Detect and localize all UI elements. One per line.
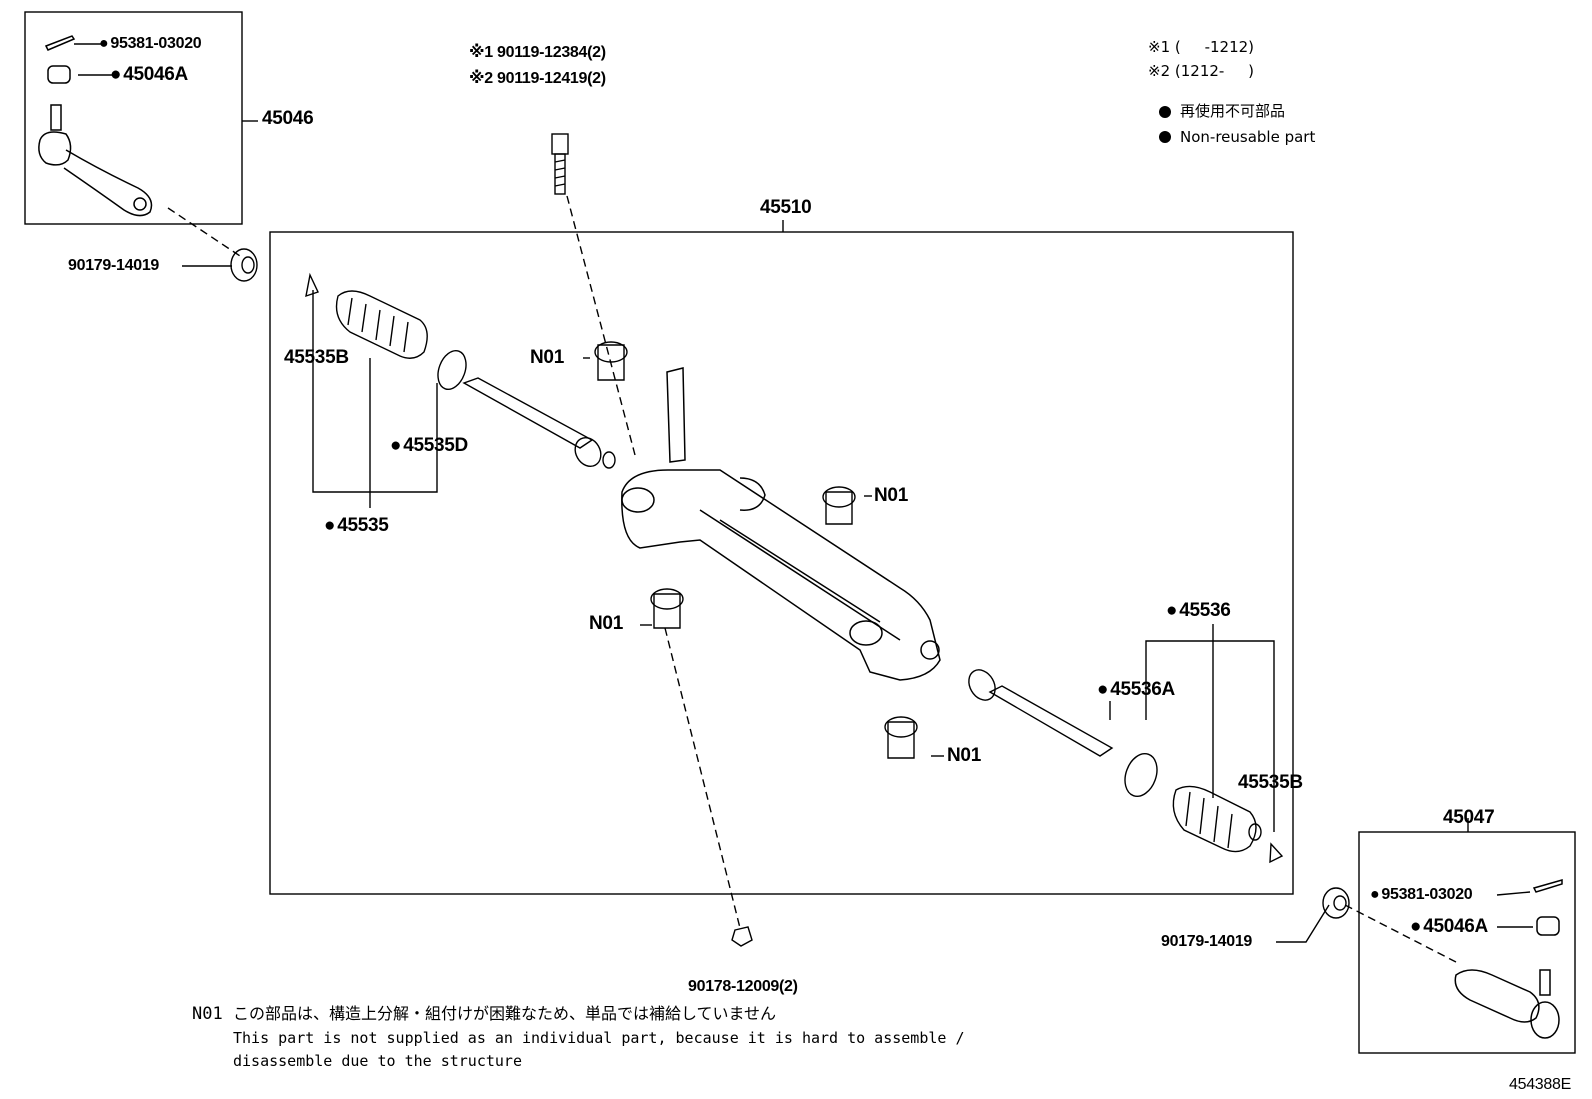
- label-n01-a: N01: [530, 347, 564, 368]
- n01-bushing-parts: [594, 341, 918, 759]
- footnote-en-1: This part is not supplied as an individu…: [233, 1029, 965, 1047]
- label-lh-cotter-pin: 95381-03020: [99, 35, 201, 53]
- legend-dot-ja: [1159, 106, 1171, 118]
- label-n01-b: N01: [874, 485, 908, 506]
- label-bolt-2: ※2 90119-12419(2): [469, 70, 606, 87]
- lh-inner-tie-rod-part: [462, 377, 616, 469]
- legend-range-2: ※2 (1212- ): [1148, 62, 1255, 80]
- lh-tie-rod-end-box: [24, 11, 243, 225]
- gear-assembly-box: [269, 231, 1294, 895]
- label-rh-boot-clamp: 45535B: [1238, 772, 1303, 793]
- lh-boot-part: [305, 272, 467, 391]
- label-bolt-1: ※1 90119-12384(2): [469, 44, 606, 61]
- lh-lock-nut-part: [230, 248, 258, 282]
- label-lh-boot-band: 45535D: [390, 436, 468, 456]
- lh-tie-rod-end-part: [38, 35, 153, 217]
- bolt-part: [551, 133, 569, 195]
- rh-lock-nut-part: [1322, 887, 1350, 919]
- footnote-code: N01: [192, 1004, 223, 1024]
- legend-range-1: ※1 ( -1212): [1148, 38, 1255, 56]
- label-rh-lock-nut: 90179-14019: [1161, 933, 1253, 950]
- label-rh-nut: 45046A: [1410, 917, 1488, 937]
- footnote-en-2: disassemble due to the structure: [233, 1052, 522, 1070]
- label-n01-c: N01: [589, 613, 623, 634]
- rh-boot-part: [1124, 752, 1284, 864]
- bottom-nut-part: [731, 926, 753, 947]
- diagram-id: 454388E: [1509, 1076, 1571, 1093]
- rh-tie-rod-end-box: [1358, 831, 1576, 1054]
- legend-non-reusable-en: Non-reusable part: [1180, 128, 1316, 146]
- label-lh-nut: 45046A: [110, 65, 188, 85]
- legend-dot-en: [1159, 131, 1171, 143]
- label-lh-lock-nut: 90179-14019: [68, 257, 160, 274]
- footnote-ja: この部品は、構造上分解・組付けが困難なため、単品では補給していません: [233, 1004, 777, 1023]
- label-lh-boot: 45535: [324, 516, 389, 536]
- label-rh-tie-rod-end: 45047: [1443, 807, 1495, 828]
- label-bottom-nut: 90178-12009(2): [688, 978, 798, 995]
- dashed-alignment-lines: [167, 195, 1457, 963]
- rh-inner-tie-rod-part: [968, 669, 1114, 757]
- label-n01-d: N01: [947, 745, 981, 766]
- label-lh-boot-clamp: 45535B: [284, 347, 349, 368]
- rack-housing-part: [621, 367, 941, 681]
- label-gear-assembly: 45510: [760, 197, 812, 218]
- legend-non-reusable-ja: 再使用不可部品: [1180, 102, 1286, 120]
- label-lh-tie-rod-end: 45046: [262, 108, 314, 129]
- label-rh-boot: 45536: [1166, 601, 1231, 621]
- label-rh-boot-band: 45536A: [1097, 680, 1175, 700]
- rh-tie-rod-end-part: [1454, 879, 1563, 1039]
- label-rh-cotter-pin: 95381-03020: [1370, 886, 1472, 904]
- leader-lines: [74, 43, 1533, 943]
